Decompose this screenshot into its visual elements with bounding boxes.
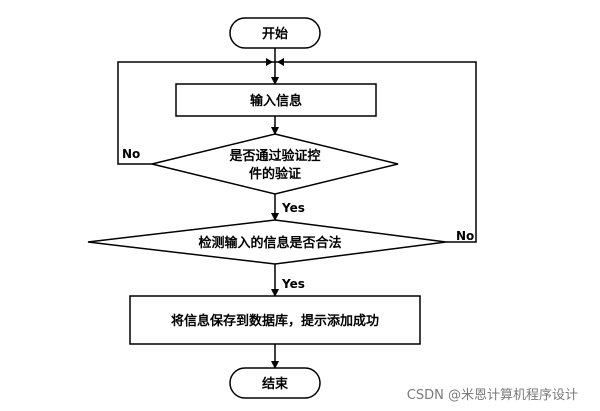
edge-no-loop-check [275,61,477,243]
check-label: 检测输入的信息是否合法 [198,235,341,251]
verify-label-line2: 件的验证 [249,166,301,182]
watermark-text: CSDN @米恩计算机程序设计 [406,388,578,403]
input-label: 输入信息 [250,93,302,109]
no-label-verify: No [122,147,140,161]
yes-label-check: Yes [281,277,305,291]
end-node: 结束 [229,367,321,399]
start-node: 开始 [229,17,321,49]
edge-no-loop-verify [117,61,275,165]
check-decision: 检测输入的信息是否合法 [87,219,447,265]
merge-arrow-right [277,58,284,66]
end-label: 结束 [262,376,289,392]
no-label-check: No [456,229,474,243]
save-label: 将信息保存到数据库，提示添加成功 [171,313,379,329]
merge-arrow-left [266,58,273,66]
verify-decision: 是否通过验证控 件的验证 [151,133,399,195]
input-node: 输入信息 [175,83,377,117]
yes-label-verify: Yes [281,201,305,215]
start-label: 开始 [262,26,288,42]
verify-label-line1: 是否通过验证控 [228,148,320,164]
save-node: 将信息保存到数据库，提示添加成功 [129,295,421,345]
